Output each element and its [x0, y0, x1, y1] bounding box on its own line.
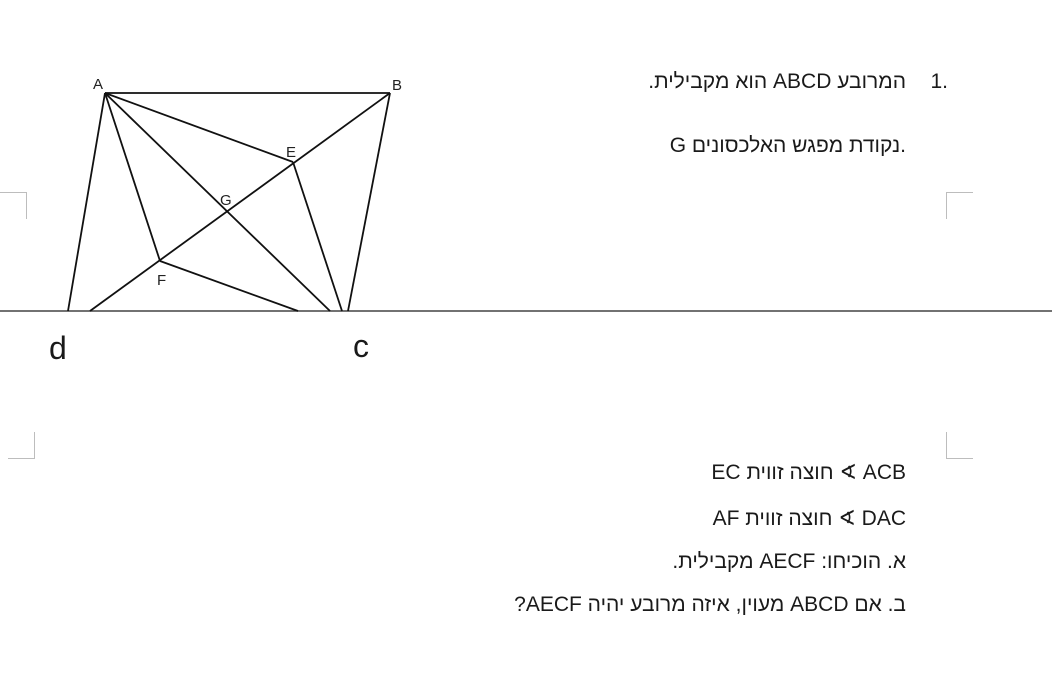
given-ec-bisector: EC חוצה זווית ∢ ACB [711, 461, 906, 484]
diagonal-ac [104, 92, 331, 312]
part-b: ב. אם ABCD מעוין, איזה מרובע יהיה AECF? [514, 593, 906, 616]
question-line-2: G נקודת מפגש האלכסונים. [669, 134, 906, 157]
part-a: א. הוכיחו: AECF מקבילית. [672, 550, 906, 573]
label-g: G [220, 192, 232, 209]
side-bc [347, 92, 391, 312]
label-a: A [93, 76, 103, 93]
corner-mark-bottom-right [946, 432, 973, 459]
given-af-bisector: AF חוצה זווית ∢ DAC [712, 507, 906, 530]
label-c: c [353, 328, 369, 364]
segment-fc [159, 260, 299, 312]
label-d: d [49, 330, 67, 366]
corner-mark-bottom-left [8, 432, 35, 459]
corner-mark-top-right [946, 192, 973, 219]
diagonal-bd [89, 92, 391, 312]
corner-mark-top-left [0, 192, 27, 219]
label-e: E [286, 144, 296, 161]
label-f: F [157, 272, 166, 289]
question-number: 1. [930, 70, 948, 93]
segment-ae [104, 92, 294, 163]
segment-ec [292, 161, 343, 312]
label-b: B [392, 77, 402, 94]
question-line-1: המרובע ABCD הוא מקבילית. [648, 70, 906, 93]
segment-af [104, 92, 161, 262]
side-ad [67, 92, 106, 312]
